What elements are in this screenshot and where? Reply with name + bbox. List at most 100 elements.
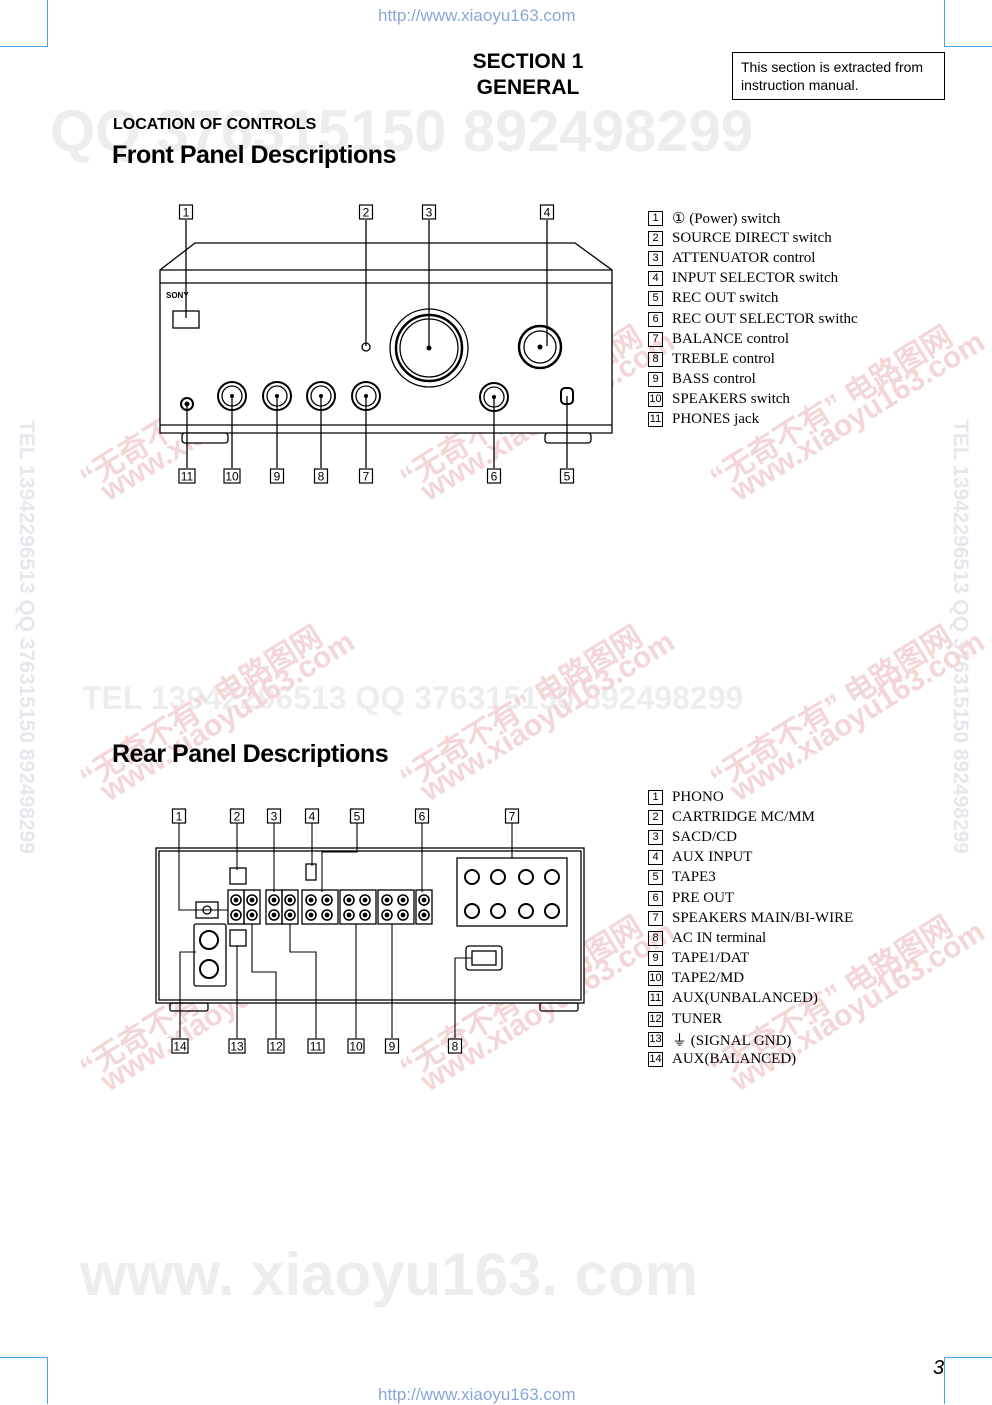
rca-jack bbox=[343, 894, 355, 906]
rear-panel-item-label: SPEAKERS MAIN/BI-WIRE bbox=[672, 909, 854, 926]
front-bottom-callout-box bbox=[486, 468, 502, 484]
front-panel-item-number: 1 bbox=[648, 210, 663, 226]
rear-top-callout-box bbox=[349, 808, 365, 824]
rear-top-callout-box bbox=[171, 808, 187, 824]
rca-jack-pin bbox=[249, 897, 255, 903]
front-panel-item-number: 5 bbox=[648, 291, 663, 307]
front-bottom-callout-box bbox=[358, 468, 374, 484]
rca-jack-pin bbox=[384, 897, 390, 903]
crop-mark bbox=[944, 1357, 945, 1404]
rca-jack bbox=[284, 894, 296, 906]
rca-jack-pin bbox=[249, 912, 255, 918]
rca-jack-pin bbox=[324, 912, 330, 918]
rca-jack-pin bbox=[346, 897, 352, 903]
front-top-callout-number: 3 bbox=[426, 206, 433, 220]
rca-jack-pin bbox=[233, 897, 239, 903]
watermark-site: www. xiaoyu163. com bbox=[80, 1241, 699, 1308]
rear-panel-item-label: AUX(BALANCED) bbox=[672, 1051, 797, 1068]
front-bottom-callout-box bbox=[269, 468, 285, 484]
rear-bottom-callout-number: 11 bbox=[310, 1040, 323, 1054]
front-panel-item-number: 2 bbox=[648, 230, 663, 246]
rear-panel-item-label: TAPE1/DAT bbox=[672, 950, 750, 967]
rear-panel-item-label: ⏚ (SIGNAL GND) bbox=[672, 1032, 792, 1049]
front-panel-item-label: BASS control bbox=[672, 371, 756, 388]
rca-jack bbox=[418, 909, 430, 921]
rear-bottom-callout-box bbox=[171, 1038, 189, 1054]
section-title: SECTION 1 GENERAL bbox=[428, 49, 628, 101]
rca-jack bbox=[246, 894, 258, 906]
rear-bottom-callout-number: 12 bbox=[269, 1040, 283, 1054]
rca-jack-pin bbox=[324, 897, 330, 903]
rear-bottom-callout-number: 10 bbox=[349, 1040, 363, 1054]
header-url-link[interactable]: http://www.xiaoyu163.com bbox=[378, 6, 576, 25]
rca-jack bbox=[305, 909, 317, 921]
rear-panel-item-number: 1 bbox=[648, 789, 663, 805]
rear-panel-item-number: 8 bbox=[648, 930, 663, 946]
rca-jack-pin bbox=[271, 897, 277, 903]
front-top-callout-number: 2 bbox=[363, 206, 370, 220]
rca-jack-pin bbox=[346, 912, 352, 918]
front-top-callout-box bbox=[421, 204, 437, 220]
rear-top-callout-number: 4 bbox=[309, 810, 316, 824]
extract-note: This section is extracted from instructi… bbox=[732, 52, 945, 100]
location-heading: LOCATION OF CONTROLS bbox=[113, 116, 317, 133]
rca-jack-pin bbox=[271, 912, 277, 918]
watermark-qq: QQ 376315150 892498299 bbox=[50, 99, 754, 164]
crop-mark bbox=[944, 1357, 992, 1358]
rear-bottom-callout-number: 13 bbox=[230, 1040, 244, 1054]
rear-panel-item-label: AUX(UNBALANCED) bbox=[672, 990, 818, 1007]
front-top-callout-number: 1 bbox=[183, 206, 190, 220]
crop-mark bbox=[0, 46, 48, 47]
rca-jack bbox=[230, 894, 242, 906]
rear-bottom-callout-number: 14 bbox=[173, 1040, 187, 1054]
rear-top-callout-box bbox=[304, 808, 320, 824]
rear-panel-item: 5 TAPE3 bbox=[648, 868, 853, 888]
brand-logo: SONY bbox=[166, 291, 189, 300]
rear-panel-item-label: TUNER bbox=[672, 1010, 722, 1027]
rca-jack bbox=[268, 909, 280, 921]
rear-panel-item-label: TAPE3 bbox=[672, 869, 716, 886]
rca-jack bbox=[397, 909, 409, 921]
rca-jack bbox=[284, 909, 296, 921]
rear-panel-item-number: 10 bbox=[648, 971, 663, 987]
rear-top-callout-box bbox=[266, 808, 282, 824]
rear-top-callout-box bbox=[229, 808, 245, 824]
rear-panel-item-number: 4 bbox=[648, 850, 663, 866]
rca-jack-pin bbox=[287, 912, 293, 918]
front-panel-item-number: 3 bbox=[648, 250, 663, 266]
rear-bottom-callout-box bbox=[347, 1038, 365, 1054]
rca-jack-pin bbox=[421, 912, 427, 918]
rca-jack-pin bbox=[384, 912, 390, 918]
rca-jack bbox=[359, 894, 371, 906]
rear-panel-item: 4 AUX INPUT bbox=[648, 848, 853, 868]
rear-top-callout-number: 1 bbox=[176, 810, 183, 824]
rear-panel-item: 13⏚ (SIGNAL GND) bbox=[648, 1029, 853, 1049]
footer-url-link[interactable]: http://www.xiaoyu163.com bbox=[378, 1385, 576, 1404]
crop-mark bbox=[944, 46, 992, 47]
rear-bottom-callout-box bbox=[447, 1038, 463, 1054]
rear-top-callout-number: 7 bbox=[509, 810, 516, 824]
rear-top-callout-box bbox=[504, 808, 520, 824]
rca-jack-pin bbox=[362, 897, 368, 903]
front-bottom-callout-number: 10 bbox=[225, 470, 239, 484]
rear-panel-item-label: AC IN terminal bbox=[672, 929, 767, 946]
extract-note-line1: This section is extracted from bbox=[741, 59, 924, 75]
rear-panel-item-number: 5 bbox=[648, 870, 663, 886]
front-panel-item-label: ATTENUATOR control bbox=[672, 249, 816, 266]
rear-panel-item-label: AUX INPUT bbox=[672, 849, 753, 866]
rear-panel-item-label: SACD/CD bbox=[672, 828, 738, 845]
rear-bottom-callout-box bbox=[228, 1038, 246, 1054]
rear-bottom-callout-box bbox=[307, 1038, 325, 1054]
front-bottom-callout-number: 8 bbox=[318, 470, 325, 484]
rca-jack bbox=[381, 909, 393, 921]
